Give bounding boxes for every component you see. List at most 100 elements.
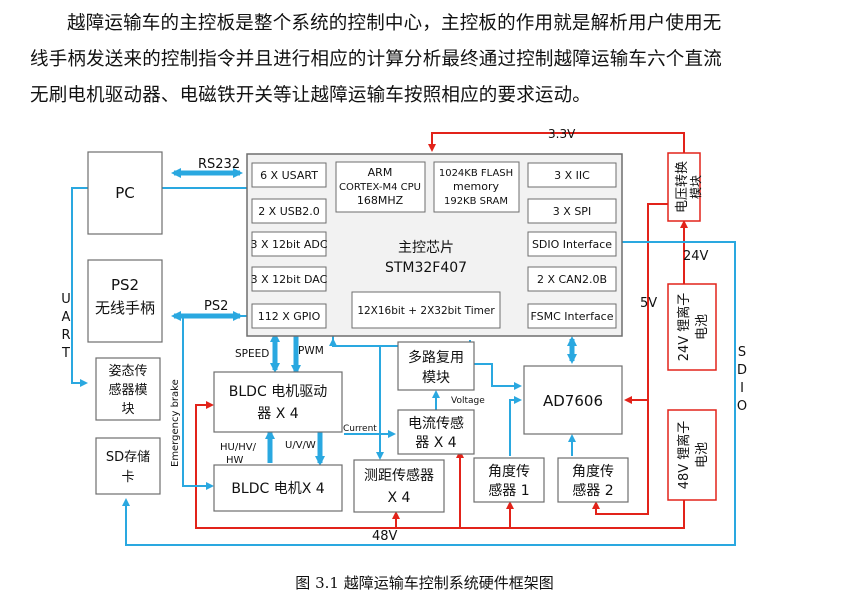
bldc-motor-box: [213, 464, 343, 512]
wire-5v: [624, 203, 668, 404]
ps2-link-label: PS2: [204, 299, 228, 314]
wire-angle1-ad: [509, 396, 522, 456]
uart-letter-a: A: [62, 310, 71, 325]
dac-box: [251, 266, 327, 292]
usb-label: 2 X USB2.0: [258, 205, 320, 218]
voltage-converter-line1: 电压转换: [675, 161, 690, 213]
timer-box: [351, 291, 501, 329]
angle1-line2: 感器 1: [488, 482, 529, 499]
sdio-box: [527, 231, 617, 257]
can-box: [527, 266, 617, 292]
hall-label-line2: HW: [226, 455, 244, 466]
pc-box: [87, 151, 163, 235]
flash-line2: memory: [453, 180, 499, 193]
iic-box: [527, 162, 617, 188]
usb-box: [251, 198, 327, 224]
wire-3v3: [428, 132, 685, 153]
angle2-line2: 感器 2: [572, 482, 613, 499]
pc-label: PC: [115, 184, 135, 202]
gpio-label: 112 X GPIO: [258, 310, 321, 323]
v33-label: 3.3V: [548, 127, 576, 141]
angle-sensor-2-box: [557, 457, 629, 503]
flash-box: [433, 161, 520, 213]
arm-box: [335, 161, 426, 213]
range-sensor-box: [353, 459, 445, 513]
ad7606-box: [523, 365, 623, 435]
wire-5v-angle2: [592, 400, 649, 515]
battery-24v-line2: 电池: [695, 314, 710, 340]
bldc-motor-label: BLDC 电机X 4: [231, 481, 324, 497]
attitude-line3: 块: [121, 402, 134, 417]
v48-label: 48V: [372, 529, 398, 544]
dac-label: 3 X 12bit DAC: [251, 273, 328, 286]
bldc-driver-line2: 器 X 4: [257, 406, 298, 422]
mux-box: [397, 341, 475, 391]
uart-letter-t: T: [61, 346, 70, 361]
wire-48v-driver: [195, 401, 685, 529]
angle1-line1: 角度传: [488, 464, 530, 480]
rs232-label: RS232: [198, 157, 240, 172]
chip-title: 主控芯片: [398, 240, 454, 256]
angle2-line1: 角度传: [572, 464, 614, 480]
range-line2: X 4: [388, 490, 411, 506]
flash-line1: 1024KB FLASH: [439, 168, 513, 179]
current-label: Current: [343, 424, 377, 434]
angle-sensor-1-box: [473, 457, 545, 503]
bldc-driver-line1: BLDC 电机驱动: [229, 384, 327, 400]
sdio-letter-i: I: [740, 381, 744, 396]
emergency-brake-label: Emergency brake: [170, 379, 181, 467]
paragraph-line-3: 无刷电机驱动器、电磁铁开关等让越障运输车按照相应的要求运动。: [30, 85, 592, 106]
current-line1: 电流传感: [408, 415, 464, 432]
battery-24v-box: [667, 283, 717, 371]
ps2-sublabel: 无线手柄: [95, 299, 155, 317]
arm-line3: 168MHZ: [357, 194, 404, 207]
voltage-label: Voltage: [451, 396, 485, 406]
uart-letter-u: U: [61, 292, 71, 307]
adc-label: 3 X 12bit ADC: [250, 238, 327, 251]
bldc-driver-box: [213, 371, 343, 433]
sd-card-box: [95, 437, 161, 495]
sdio-letter-d: D: [737, 363, 747, 378]
paragraph-line-1: 越障运输车的主控板是整个系统的控制中心，主控板的作用就是解析用户使用无: [67, 13, 722, 34]
arm-line2: CORTEX-M4 CPU: [339, 182, 421, 193]
spi-label: 3 X SPI: [553, 205, 591, 218]
iic-label: 3 X IIC: [554, 169, 590, 182]
speed-label: SPEED: [235, 348, 269, 360]
mux-line2: 模块: [422, 370, 450, 386]
range-line1: 测距传感器: [364, 467, 434, 484]
adc-box: [251, 231, 327, 257]
figure-caption: 图 3.1 越障运输车控制系统硬件框架图: [295, 574, 554, 592]
current-sensor-box: [397, 409, 475, 455]
uvw-label: U/V/W: [285, 440, 316, 451]
sdio-letter-o: O: [737, 399, 747, 414]
wire-sdio: [122, 241, 736, 546]
wire-mux-ad: [474, 363, 522, 390]
ad7606-label: AD7606: [543, 392, 603, 410]
sdio-letter-s: S: [738, 345, 746, 360]
intro-paragraph: 越障运输车的主控板是整个系统的控制中心，主控板的作用就是解析用户使用无 线手柄发…: [30, 6, 820, 114]
uart-letter-r: R: [61, 328, 70, 343]
attitude-sensor-box: [95, 357, 161, 421]
attitude-line1: 姿态传: [108, 363, 147, 379]
voltage-converter-box: [667, 152, 701, 222]
ps2-box: [87, 259, 163, 343]
mux-line1: 多路复用: [408, 349, 464, 366]
voltage-converter-line2: 模块: [689, 175, 703, 199]
v5-label: 5V: [640, 296, 657, 311]
battery-48v-box: [667, 409, 717, 501]
current-line2: 器 X 4: [415, 435, 456, 451]
pwm-label: PWM: [298, 345, 324, 357]
battery-24v-line1: 24V 锂离子: [676, 293, 692, 362]
attitude-line2: 感器模: [108, 382, 147, 398]
paragraph-line-2: 线手柄发送来的控制指令并且进行相应的计算分析最终通过控制越障运输车六个直流: [30, 49, 722, 70]
battery-48v-line2: 电池: [695, 442, 710, 468]
fsmc-box: [527, 303, 617, 329]
gpio-box: [251, 303, 327, 329]
sdio-label: SDIO Interface: [532, 238, 612, 251]
timer-label: 12X16bit + 2X32bit Timer: [357, 305, 495, 317]
chip-model: STM32F407: [385, 260, 467, 276]
sd-line1: SD存储: [106, 450, 150, 465]
fsmc-label: FSMC Interface: [530, 310, 613, 323]
usart-box: [251, 162, 327, 188]
